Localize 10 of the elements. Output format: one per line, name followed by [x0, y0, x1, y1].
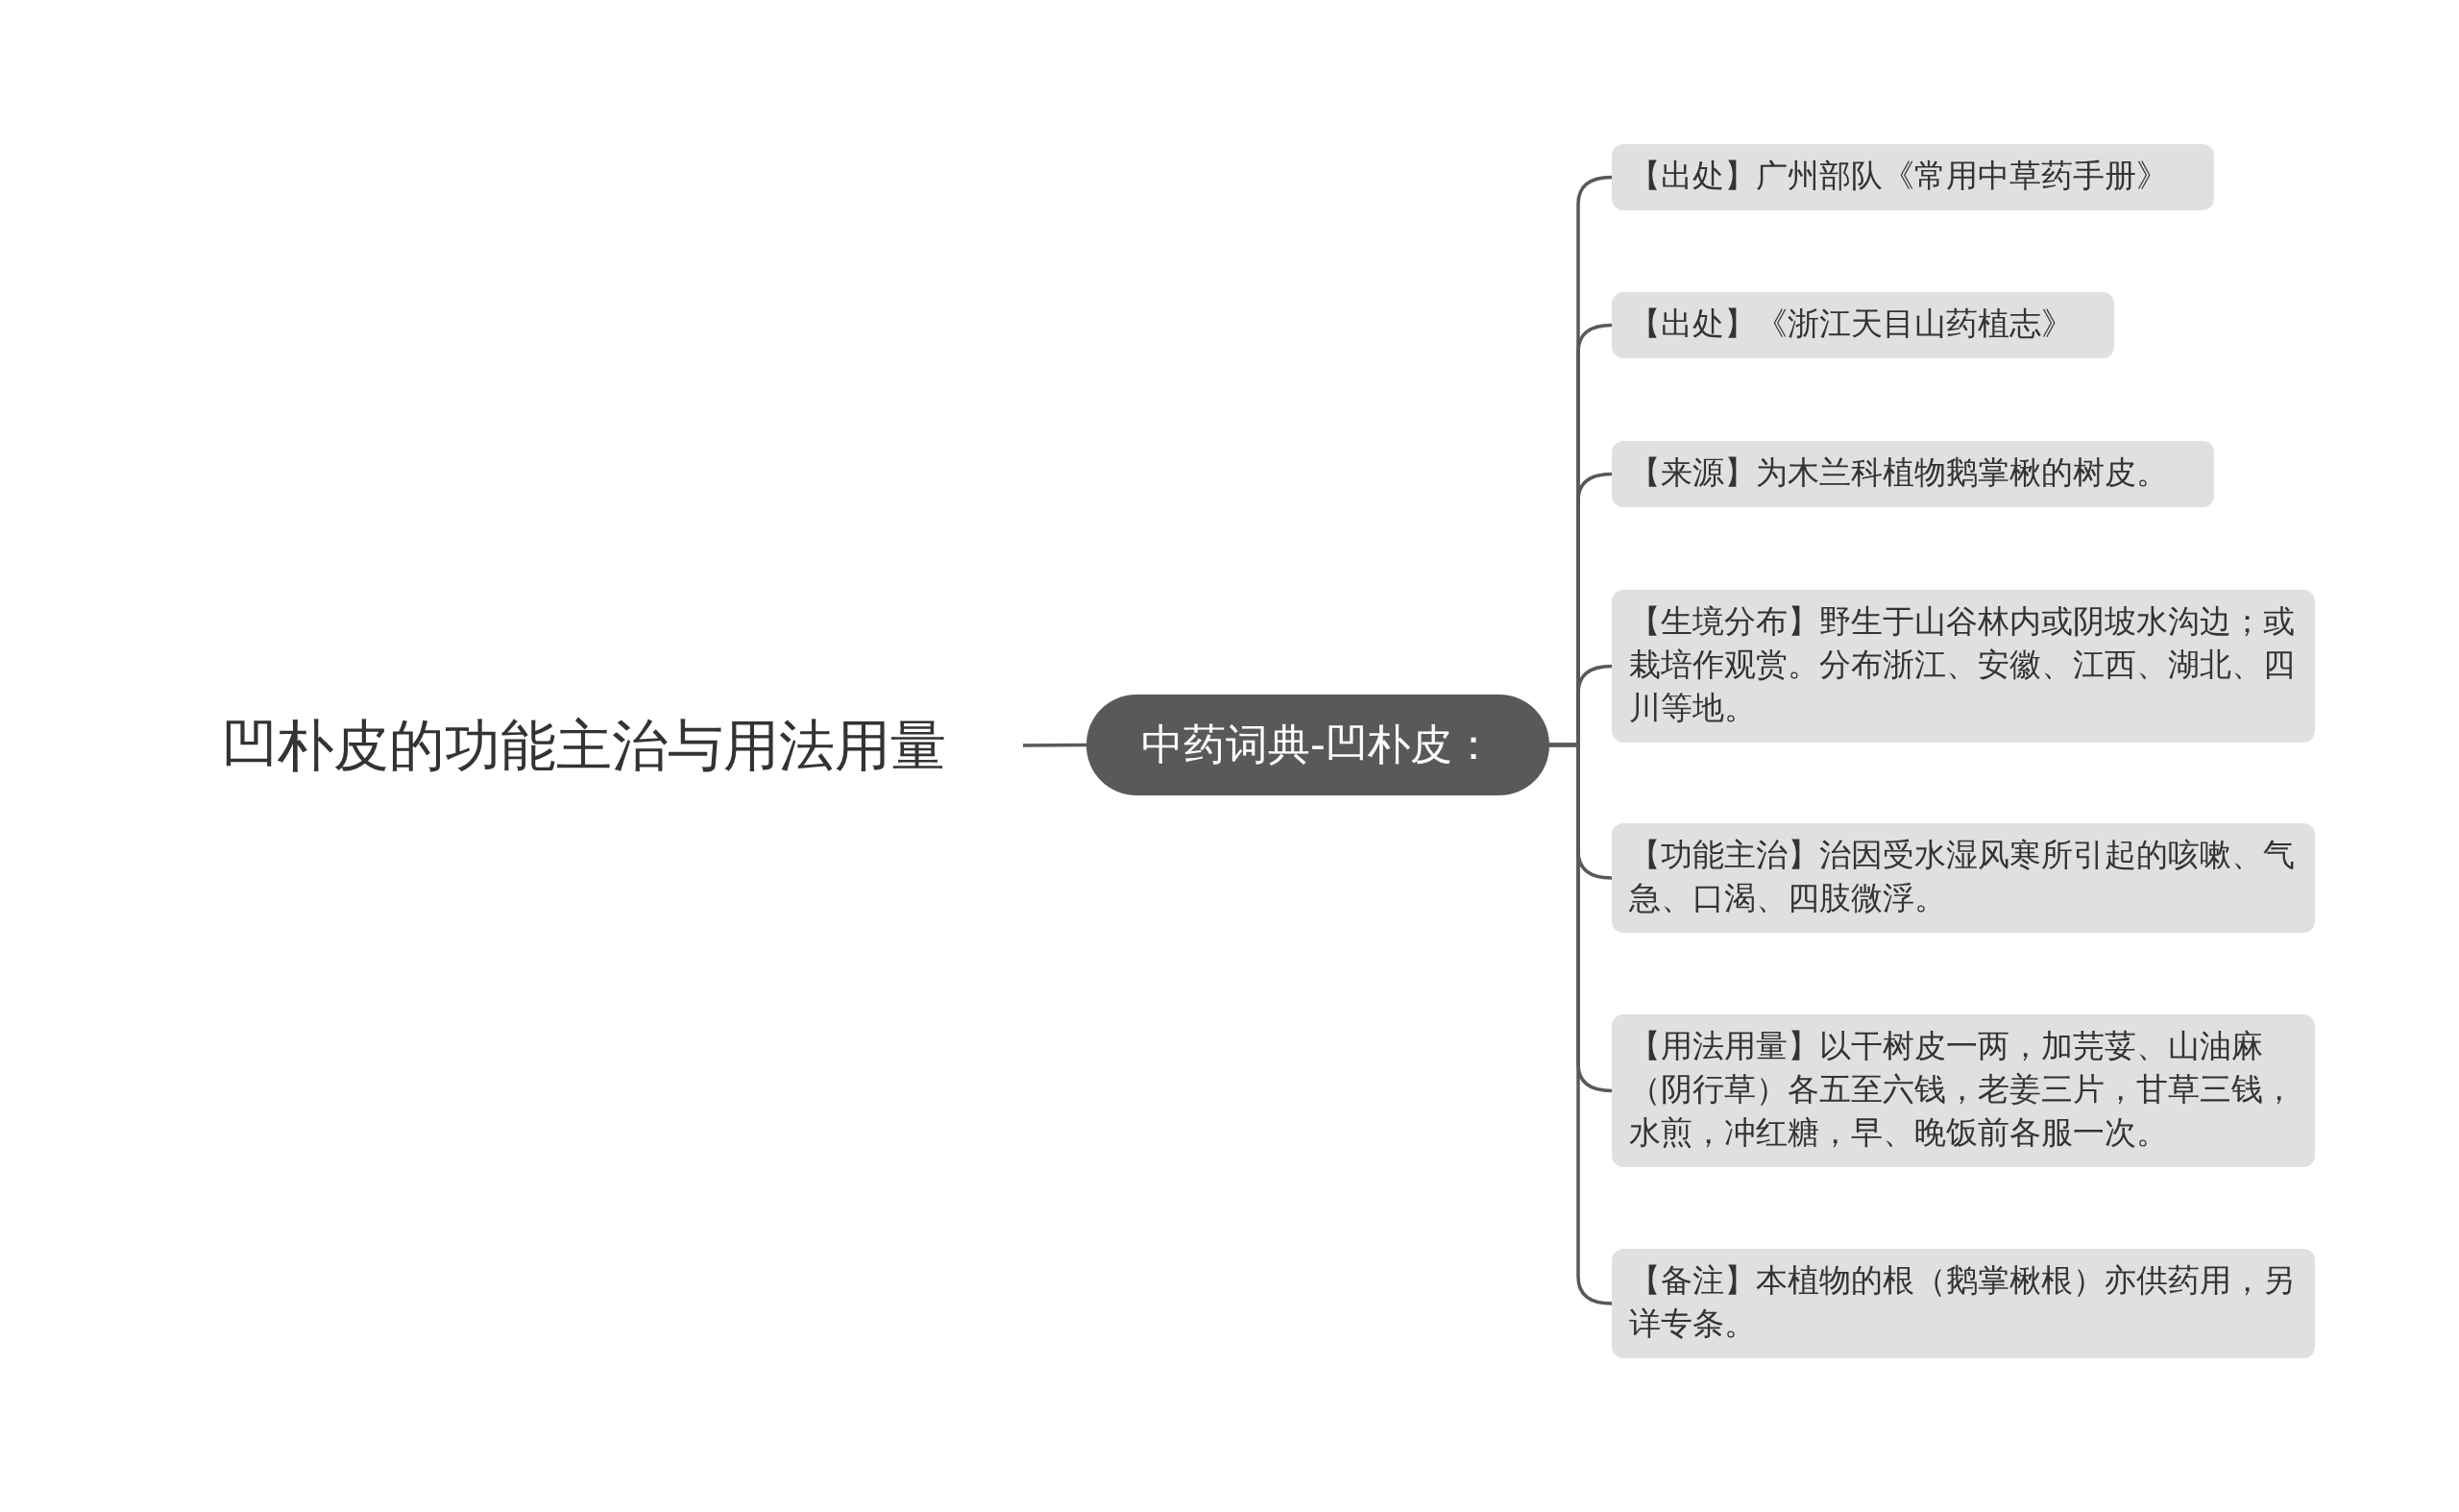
hub-pill: 中药词典-凹朴皮：	[1086, 695, 1549, 795]
topic-text: 凹朴皮的功能主治与用法用量	[144, 672, 1023, 818]
branch-box: 【来源】为木兰科植物鹅掌楸的树皮。	[1612, 441, 2214, 507]
branch-box: 【生境分布】野生于山谷林内或阴坡水沟边；或栽培作观赏。分布浙江、安徽、江西、湖北、四川等地。	[1612, 590, 2315, 743]
branch-box: 【功能主治】治因受水湿风寒所引起的咳嗽、气急、口渴、四肢微浮。	[1612, 823, 2315, 933]
branch-box: 【用法用量】以干树皮一两，加芫荽、山油麻（阴行草）各五至六钱，老姜三片，甘草三钱，水煎，冲红糖，早、晚饭前各服一次。	[1612, 1014, 2315, 1167]
branch-box: 【出处】广州部队《常用中草药手册》	[1612, 144, 2214, 210]
branch-box: 【备注】本植物的根（鹅掌楸根）亦供药用，另详专条。	[1612, 1249, 2315, 1358]
connector-line	[1023, 743, 1086, 747]
branch-box: 【出处】《浙江天目山药植志》	[1612, 292, 2114, 358]
